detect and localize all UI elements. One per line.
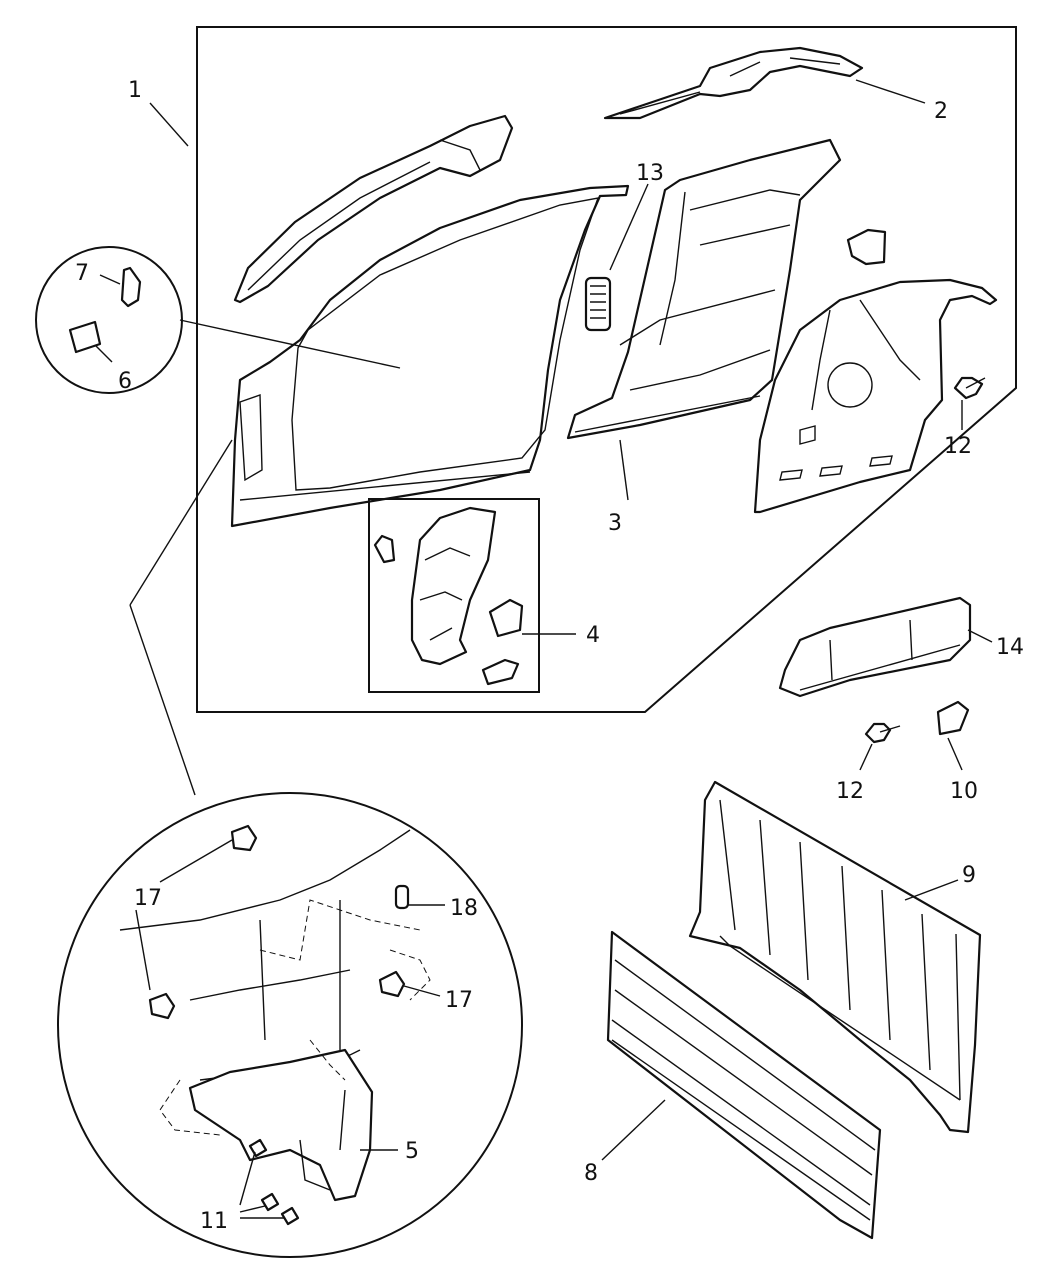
callout-7: 7: [75, 261, 89, 286]
detail-circle-lower: [57, 792, 523, 1258]
leader-7: [99, 274, 121, 285]
leader-2: [855, 79, 926, 104]
body-side-aperture: [230, 184, 630, 528]
leader-13: [609, 183, 649, 271]
leader-11b: [239, 1205, 266, 1213]
leader-6: [95, 345, 113, 363]
part-13-vent: [584, 276, 612, 332]
callout-12-lower: 12: [836, 779, 864, 804]
part-4-pillar-reinforcement: [373, 506, 524, 686]
callout-17-right: 17: [445, 988, 473, 1013]
part-12-screw-upper: [953, 376, 986, 400]
leader-12-lower: [859, 743, 873, 771]
leader-17-right: [403, 985, 441, 997]
leader-17-top: [159, 839, 233, 883]
callout-2: 2: [934, 99, 948, 124]
part-12-screw-lower: [864, 722, 901, 744]
callout-1: 1: [128, 78, 142, 103]
part-2-roof-rail: [603, 46, 864, 120]
leader-14: [967, 629, 993, 643]
callout-11: 11: [200, 1209, 228, 1234]
callout-4: 4: [586, 623, 600, 648]
leader-11a: [239, 1151, 256, 1206]
leader-inset-1: [179, 319, 401, 369]
detail-box-4: [368, 498, 540, 693]
leader-1: [149, 102, 189, 147]
callout-13: 13: [636, 161, 664, 186]
callout-12-upper: 12: [944, 434, 972, 459]
leader-8: [601, 1099, 666, 1161]
small-bracket: [846, 228, 887, 266]
callout-18: 18: [450, 896, 478, 921]
callout-14: 14: [996, 635, 1024, 660]
leader-17-left: [135, 909, 151, 991]
part-8-floor-panel: [606, 930, 882, 1240]
lower-detail-assembly: [119, 824, 431, 1226]
detail-circle-6-7: [35, 246, 183, 394]
leader-circle-left: [129, 439, 233, 606]
part-14-rear-bracket: [778, 596, 972, 698]
leader-3: [619, 439, 629, 501]
upper-a-pillar-rail: [233, 114, 514, 304]
rear-quarter-inner-panel: [753, 278, 998, 514]
part-3-b-pillar: [566, 138, 842, 440]
leader-9: [904, 879, 959, 901]
leader-circle-left-2: [129, 604, 196, 796]
callout-17-top: 17: [134, 886, 162, 911]
part-6-bracket: [68, 320, 102, 354]
part-9-back-panel: [688, 780, 982, 1134]
callout-6: 6: [118, 369, 132, 394]
callout-9: 9: [962, 863, 976, 888]
part-10-clip: [936, 700, 970, 736]
main-assembly-frame: [196, 26, 1017, 713]
leader-10: [947, 737, 963, 771]
callout-5: 5: [405, 1139, 419, 1164]
part-7-clip: [120, 266, 142, 308]
callout-10: 10: [950, 779, 978, 804]
callout-8: 8: [584, 1161, 598, 1186]
callout-3: 3: [608, 511, 622, 536]
